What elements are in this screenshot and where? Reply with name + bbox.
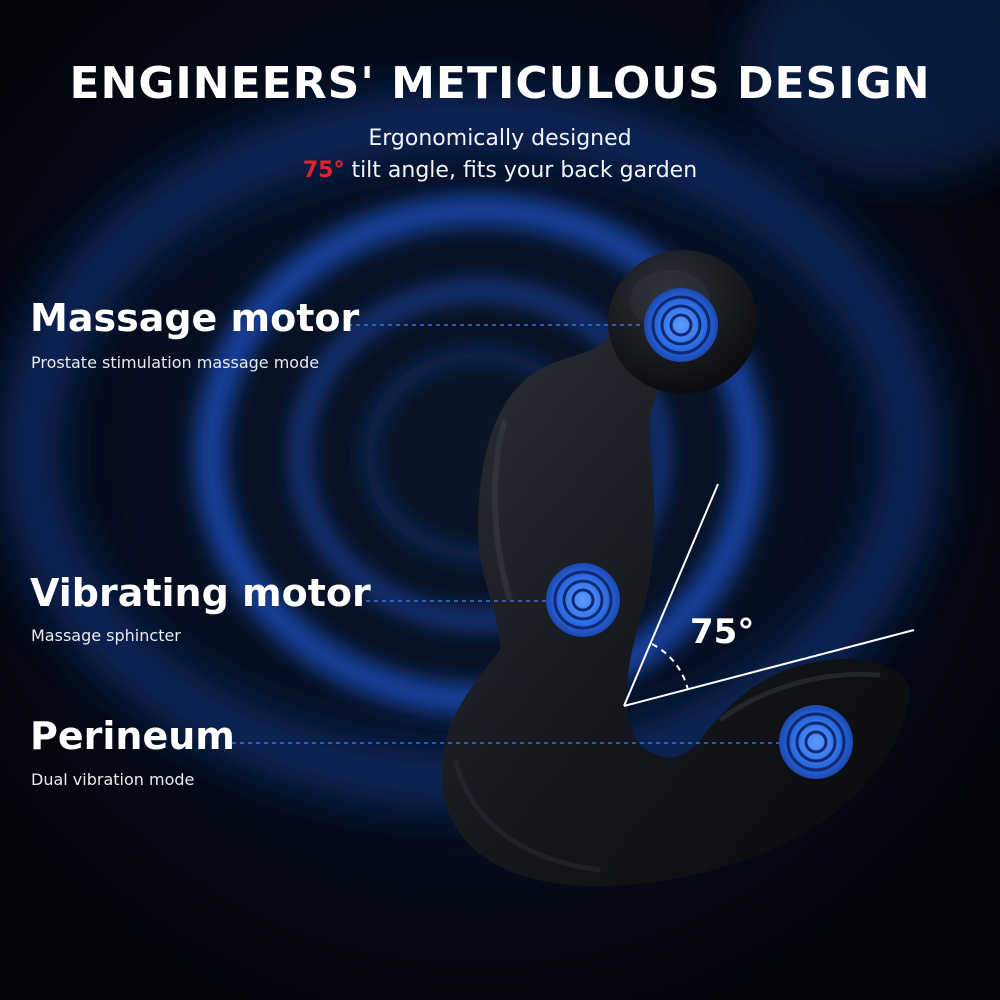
vibration-rings-icon bbox=[779, 705, 853, 779]
subtitle-line-2-text: tilt angle, fits your back garden bbox=[344, 158, 698, 183]
subtitle: Ergonomically designed 75° tilt angle, f… bbox=[0, 123, 1000, 187]
angle-highlight: 75° bbox=[302, 158, 345, 183]
page-title: ENGINEERS' METICULOUS DESIGN bbox=[69, 58, 931, 109]
angle-label: 75° bbox=[690, 612, 755, 652]
subtitle-line-1: Ergonomically designed bbox=[368, 126, 632, 151]
vibration-rings-icon bbox=[546, 563, 620, 637]
feature-title-perineum: Perineum bbox=[30, 714, 235, 758]
feature-desc-perineum: Dual vibration mode bbox=[31, 770, 195, 789]
feature-desc-massage-motor: Prostate stimulation massage mode bbox=[31, 353, 320, 372]
feature-title-massage-motor: Massage motor bbox=[30, 296, 360, 340]
vibration-rings-icon bbox=[644, 288, 718, 362]
feature-desc-vibrating-motor: Massage sphincter bbox=[31, 626, 181, 645]
angle-indicator bbox=[623, 483, 915, 707]
subtitle-line-2: 75° tilt angle, fits your back garden bbox=[0, 155, 1000, 187]
leader-lines bbox=[232, 324, 816, 744]
feature-title-vibrating-motor: Vibrating motor bbox=[30, 571, 371, 615]
